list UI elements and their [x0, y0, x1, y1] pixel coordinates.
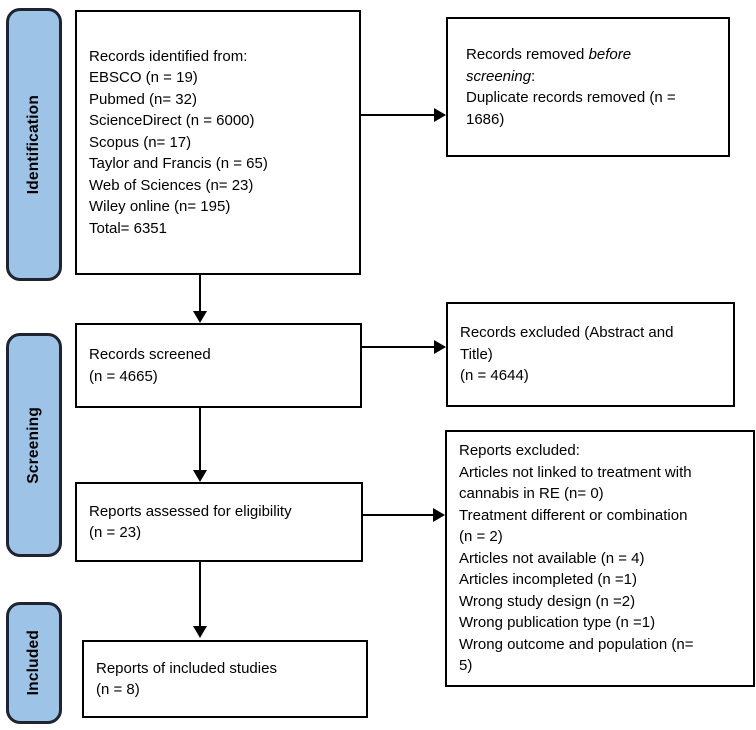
- arrowhead-right-icon: [433, 508, 445, 522]
- text-line: cannabis in RE (n= 0): [459, 485, 604, 503]
- stage-included: Included: [6, 602, 62, 724]
- text-line: Reports excluded:: [459, 442, 580, 460]
- text-line: 1686): [466, 110, 505, 128]
- text-line: (n = 8): [96, 681, 140, 698]
- arrow-line: [199, 275, 201, 311]
- text-line: (n = 4665): [89, 367, 158, 385]
- text-line: (n = 23): [89, 524, 142, 541]
- text-line: Wrong outcome and population (n=: [459, 635, 694, 653]
- text-line: ScienceDirect (n = 6000): [89, 112, 255, 130]
- text-line: Duplicate records removed (n =: [466, 89, 676, 106]
- text-line: Records screened: [89, 346, 211, 363]
- text-line: Articles not linked to treatment with: [459, 463, 692, 481]
- arrow-line: [362, 346, 434, 348]
- box-records-removed-before-screening: Records removed before screening: Duplicat…: [446, 17, 730, 157]
- box-reports-assessed: Reports assessed for eligibility (n = 23): [75, 482, 363, 562]
- text-line: (n = 2): [459, 528, 503, 546]
- arrow-line: [199, 408, 201, 470]
- arrow-line: [199, 562, 201, 626]
- text-line: Reports of included studies: [96, 659, 277, 677]
- box-records-screened: Records screened (n = 4665): [75, 323, 362, 408]
- arrowhead-right-icon: [434, 340, 446, 354]
- text-line: Wrong publication type (n =1): [459, 614, 656, 632]
- text-line: Pubmed (n= 32): [89, 90, 197, 108]
- stage-identification: Identification: [6, 8, 62, 281]
- box-reports-included: Reports of included studies (n = 8): [82, 640, 368, 718]
- text-line: Taylor and Francis (n = 65): [89, 155, 268, 173]
- text-line: (n = 4644): [460, 367, 529, 385]
- text-line: Scopus (n= 17): [89, 133, 192, 151]
- text-line: Records excluded (Abstract and: [460, 324, 674, 342]
- text-line: screening:: [466, 67, 536, 85]
- text-line: Title): [460, 345, 493, 363]
- arrow-line: [361, 114, 434, 116]
- text-line: Articles incompleted (n =1): [459, 571, 637, 589]
- text-line: Web of Sciences (n= 23): [89, 176, 254, 194]
- arrowhead-down-icon: [193, 470, 207, 482]
- stage-screening-label: Screening: [25, 406, 42, 484]
- text-line: Records identified from:: [89, 47, 248, 65]
- text-line: Treatment different or combination: [459, 506, 688, 524]
- text-line: Total= 6351: [89, 219, 167, 237]
- text-line: Articles not available (n = 4): [459, 549, 645, 567]
- text-line: Records removed before: [466, 46, 632, 63]
- text-line: Wiley online (n= 195): [89, 198, 231, 216]
- text-line: Wrong study design (n =2): [459, 592, 636, 610]
- arrowhead-down-icon: [193, 626, 207, 638]
- text-line: Reports assessed for eligibility: [89, 502, 292, 520]
- text-line: 5): [459, 657, 473, 675]
- arrowhead-down-icon: [193, 311, 207, 323]
- text-line: EBSCO (n = 19): [89, 69, 198, 87]
- arrowhead-right-icon: [434, 108, 446, 122]
- box-reports-excluded: Reports excluded: Articles not linked to …: [445, 430, 755, 687]
- stage-screening: Screening: [6, 333, 62, 557]
- stage-included-label: Included: [25, 630, 42, 696]
- box-records-identified: Records identified from: EBSCO (n = 19) Pu…: [75, 10, 361, 275]
- arrow-line: [363, 514, 433, 516]
- stage-identification-label: Identification: [25, 94, 42, 195]
